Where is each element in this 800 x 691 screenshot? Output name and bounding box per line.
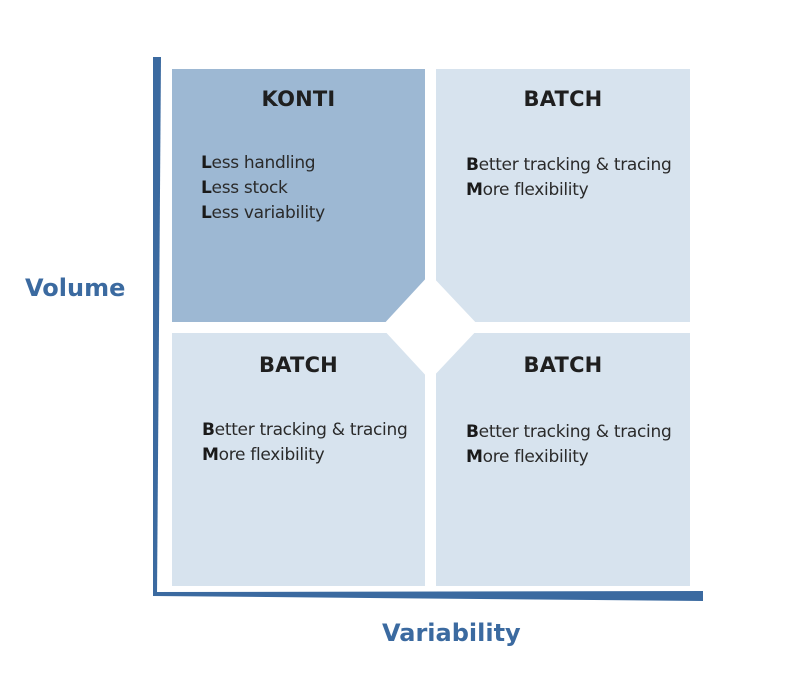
benefit-line: More flexibility	[466, 445, 690, 470]
quadrant-lines: Less handling Less stock Less variabilit…	[201, 151, 425, 226]
benefit-line: Less handling	[201, 151, 425, 176]
quadrant-bottom-left-box	[172, 333, 425, 586]
benefit-text: ess variability	[211, 203, 326, 223]
quadrant-bottom-right: BATCH Better tracking & tracing More fle…	[436, 333, 690, 586]
quadrant-lines: Better tracking & tracing More flexibili…	[466, 153, 690, 203]
center-diamond	[381, 274, 480, 380]
y-axis-label: Volume	[25, 274, 126, 302]
quadrant-bottom-left: BATCH Better tracking & tracing More fle…	[172, 333, 425, 586]
benefit-initial: L	[201, 153, 212, 173]
benefit-initial: L	[201, 178, 212, 198]
benefit-initial: B	[202, 420, 215, 440]
quadrant-title: BATCH	[523, 87, 603, 111]
benefit-initial: M	[202, 445, 219, 465]
quadrant-lines: Better tracking & tracing More flexibili…	[202, 418, 425, 468]
benefit-line: Less variability	[201, 201, 425, 226]
benefit-text: ore flexibility	[218, 445, 325, 465]
quadrant-lines: Better tracking & tracing More flexibili…	[466, 420, 690, 470]
benefit-line: Less stock	[201, 176, 425, 201]
x-axis-label: Variability	[382, 619, 521, 647]
benefit-line: More flexibility	[466, 178, 690, 203]
quadrant-title: BATCH	[523, 353, 603, 377]
benefit-text: etter tracking & tracing	[478, 155, 672, 175]
benefit-initial: M	[466, 447, 483, 467]
quadrant-title: BATCH	[259, 353, 338, 377]
benefit-initial: B	[466, 155, 479, 175]
quadrant-top-left-box	[172, 69, 425, 322]
benefit-initial: M	[466, 180, 483, 200]
quadrant-title: KONTI	[261, 87, 336, 111]
benefit-line: Better tracking & tracing	[466, 153, 690, 178]
benefit-line: More flexibility	[202, 443, 425, 468]
benefit-line: Better tracking & tracing	[202, 418, 425, 443]
benefit-text: ess handling	[211, 153, 316, 173]
benefit-line: Better tracking & tracing	[466, 420, 690, 445]
quadrant-bottom-right-box	[436, 333, 690, 586]
benefit-initial: L	[201, 203, 212, 223]
benefit-text: ore flexibility	[482, 447, 589, 467]
quadrant-top-left: KONTI Less handling Less stock Less vari…	[172, 69, 425, 322]
quadrant-top-right-box	[436, 69, 690, 322]
benefit-text: etter tracking & tracing	[214, 420, 408, 440]
benefit-text: ore flexibility	[482, 180, 589, 200]
quadrant-top-right: BATCH Better tracking & tracing More fle…	[436, 69, 690, 322]
benefit-text: etter tracking & tracing	[478, 422, 672, 442]
benefit-text: ess stock	[211, 178, 288, 198]
x-axis	[153, 591, 703, 601]
benefit-initial: B	[466, 422, 479, 442]
y-axis	[153, 57, 161, 596]
